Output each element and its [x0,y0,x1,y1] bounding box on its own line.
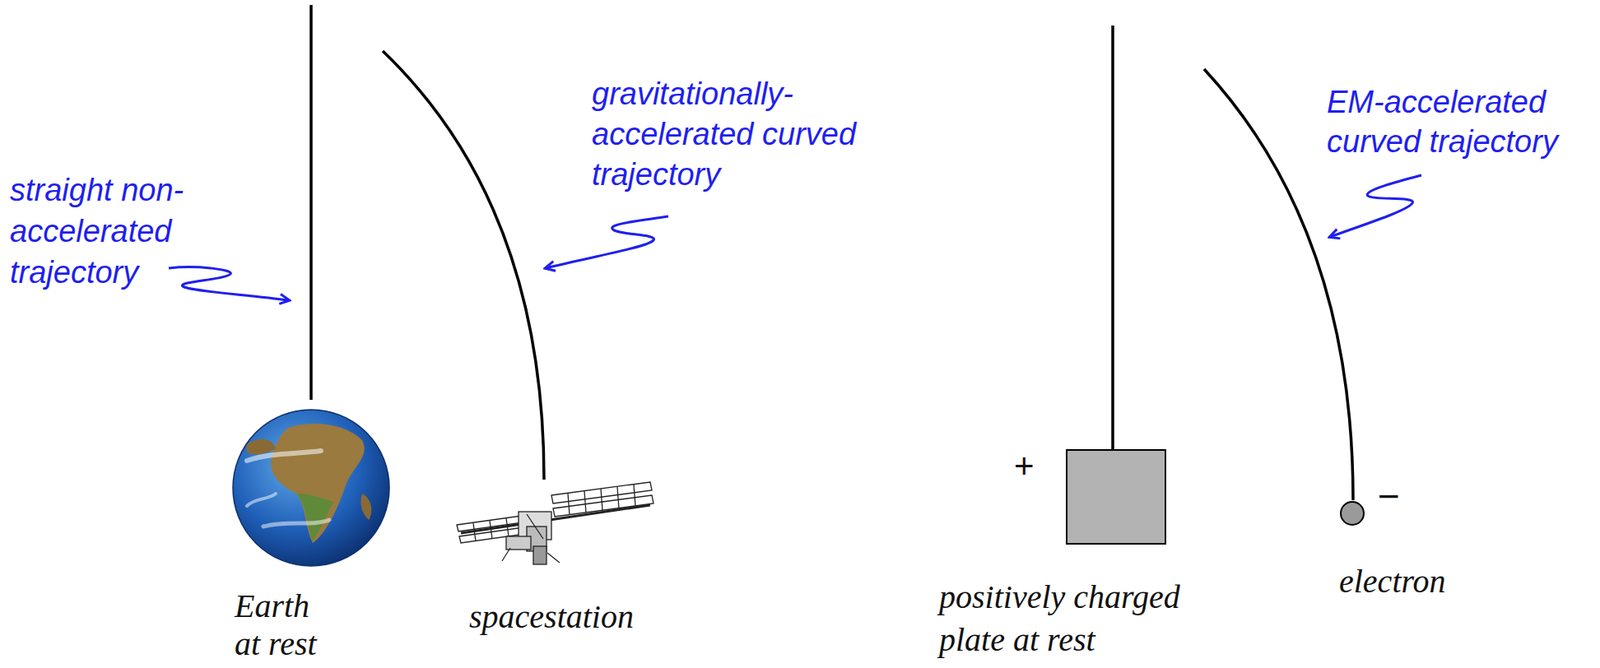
caption-label: positively charged plate at rest [939,576,1203,662]
leader-arrow [545,216,669,269]
curved-trajectory [382,51,545,480]
charged-plate [1066,450,1166,545]
earth-picture [232,409,390,567]
electron-dot [1340,502,1364,526]
annotation-label: EM-accelerated curved trajectory [1326,82,1578,162]
charge-sign: − [1377,475,1400,517]
caption-label: spacestation [469,597,634,638]
straight-trajectory [1111,25,1115,451]
caption-label: electron [1339,562,1447,602]
annotation-label: gravitationally-accelerated curved traje… [591,74,876,196]
leader-arrow [1330,175,1422,238]
charge-sign: + [1013,446,1035,488]
caption-label: Earth at rest [234,587,331,664]
straight-trajectory [309,4,313,400]
leader-arrow [168,267,289,301]
annotation-label: straight non-accelerated trajectory [9,169,208,294]
spacestation-picture [456,482,654,565]
